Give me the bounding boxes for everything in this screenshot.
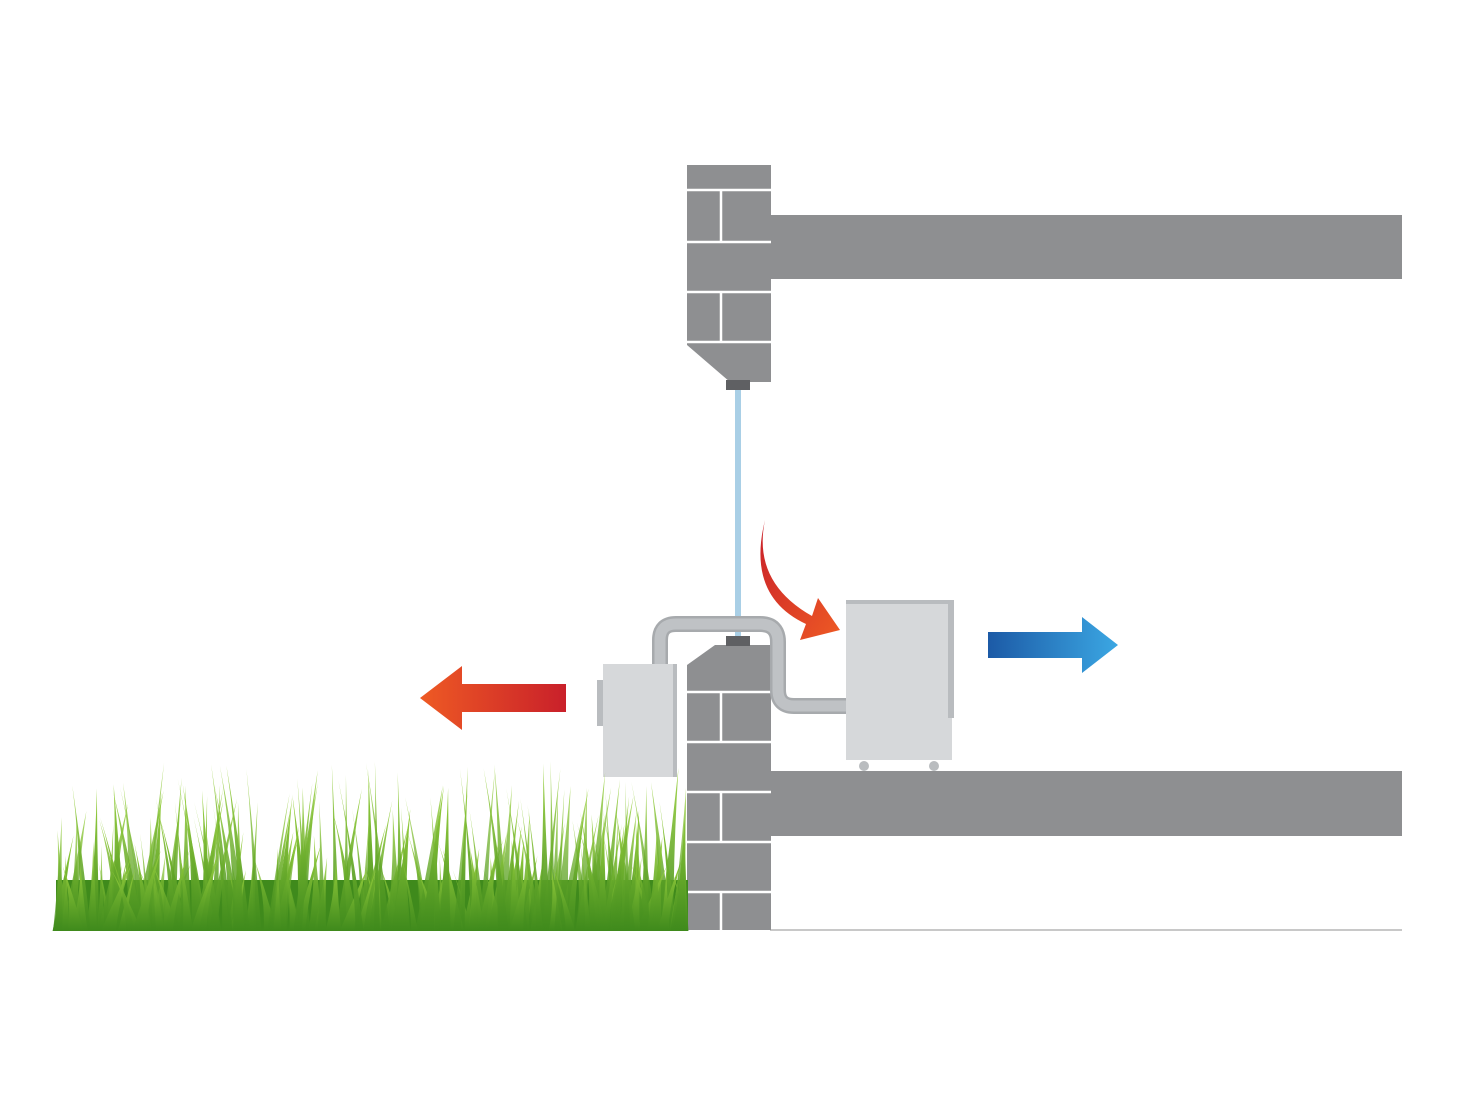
indoor-unit-wheel-left [859,761,869,771]
warm-exhaust-arrow-icon [420,666,566,730]
wall-drain-outlet [726,380,750,390]
upper-floor-slab [770,215,1402,279]
grass-icon [52,760,689,931]
lower-brick-wall [687,636,771,930]
cool-output-arrow-icon [988,617,1118,673]
wall-hose-port [726,636,750,646]
warm-intake-curved-arrow-icon [760,520,840,640]
indoor-portable-ac-unit [846,600,954,771]
outdoor-condenser-unit [597,664,677,777]
lower-floor-slab [770,771,1402,836]
refrigerant-hose [652,616,856,714]
indoor-unit-wheel-right [929,761,939,771]
upper-brick-wall [687,165,771,390]
